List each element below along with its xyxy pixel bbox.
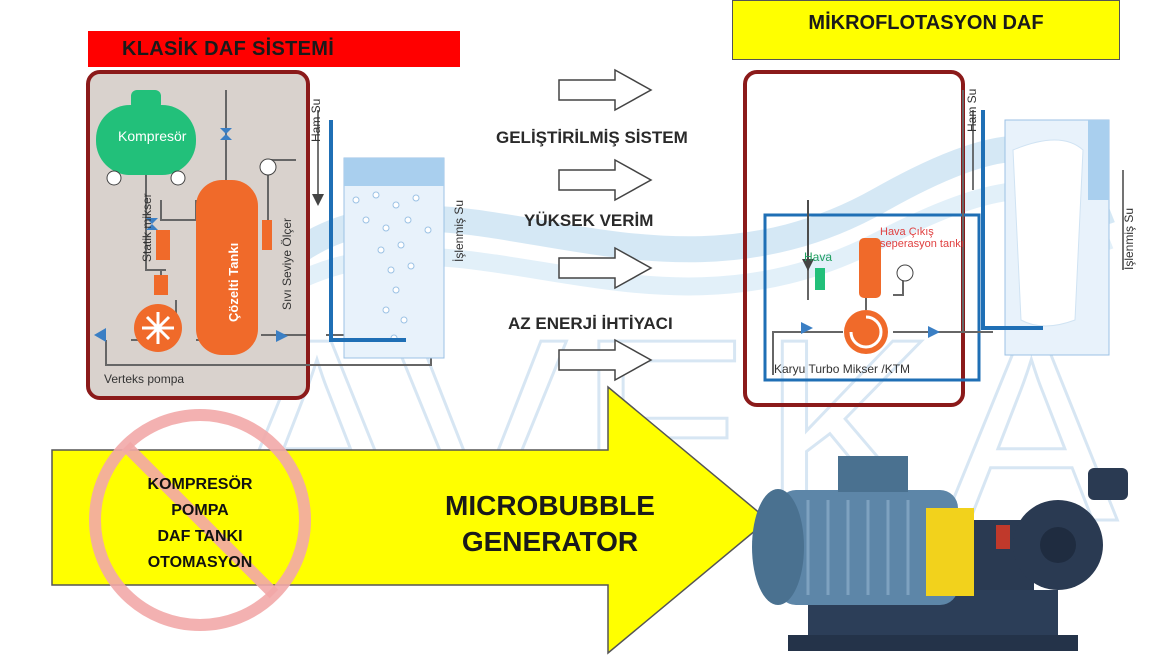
microbubble-generator-photo — [752, 456, 1128, 651]
feature-high-efficiency: YÜKSEK VERİM — [524, 211, 654, 230]
microflotation-diagram — [763, 90, 1124, 382]
static-mixer-icon — [156, 230, 170, 260]
daf-tank-icon — [343, 157, 445, 359]
microbubble-generator-label: MICROBUBBLE GENERATOR — [445, 490, 655, 557]
feature-low-energy: AZ ENERJİ İHTİYACI — [508, 314, 673, 333]
arrow-3-icon — [558, 246, 653, 290]
level-meter-icon — [262, 220, 272, 250]
feature-arrows — [558, 68, 653, 382]
coupling-guard-icon — [926, 508, 974, 596]
micro-raw-water-label: Ham Su — [965, 88, 979, 132]
no-sign-icon — [89, 409, 311, 631]
solution-tank-icon — [196, 180, 258, 355]
microflotation-daf-title: MİKROFLOTASYON DAF — [732, 0, 1120, 60]
eliminated-compressor: KOMPRESÖR — [147, 476, 253, 493]
raw-water-label: Ham Su — [309, 98, 323, 142]
micro-treated-water-label: İşlenmiş Su — [1122, 207, 1136, 270]
arrow-1-icon — [558, 68, 653, 112]
microbubble-arrow — [51, 385, 770, 655]
air-inlet-icon — [815, 268, 825, 290]
eliminated-pump: POMPA — [171, 502, 229, 519]
treated-water-label: İşlenmiş Su — [452, 199, 466, 262]
arrow-4-icon — [558, 338, 653, 382]
air-outlet-label: Hava Çıkış seperasyon tankı — [880, 226, 964, 250]
solution-tank-label: Çözelti Tankı — [226, 242, 241, 322]
compressor-label: Kompresör — [118, 128, 187, 144]
vortex-pump-label: Verteks pompa — [104, 372, 185, 386]
compressor-icon — [96, 105, 196, 175]
eliminated-automation: OTOMASYON — [147, 554, 253, 571]
separation-tank-icon — [859, 238, 881, 298]
classic-daf-diagram — [94, 90, 445, 366]
feature-improved-system: GELİŞTİRİLMİŞ SİSTEM — [496, 128, 688, 147]
eliminated-items: KOMPRESÖR POMPA DAF TANKI OTOMASYON — [100, 472, 300, 576]
classic-daf-title: KLASİK DAF SİSTEMİ — [88, 31, 460, 67]
eliminated-daf-tank: DAF TANKI — [157, 528, 243, 545]
classic-daf-panel — [86, 70, 310, 400]
air-label: Hava — [804, 250, 833, 264]
level-meter-label: Sıvı Seviye Ölçer — [280, 217, 294, 310]
big-arrow-icon — [51, 385, 770, 655]
arrow-2-icon — [558, 158, 653, 202]
turbo-mixer-label: Karyu Turbo Mikser /KTM — [774, 362, 911, 376]
static-mixer-label: Statik mikser — [140, 193, 154, 262]
